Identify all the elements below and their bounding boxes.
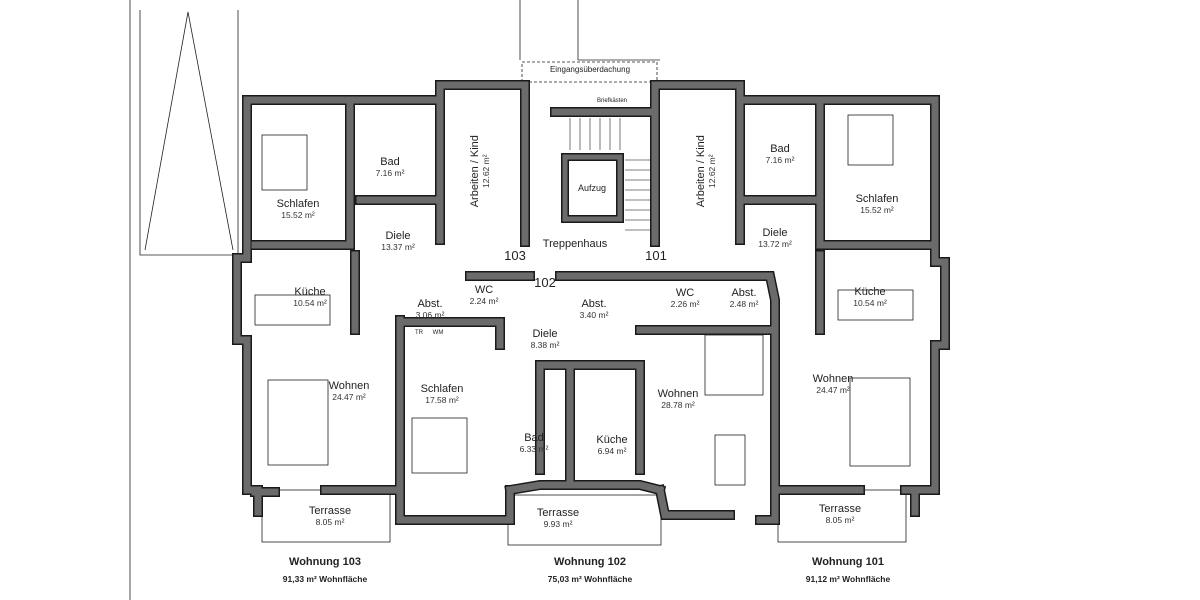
door-number-101: 101 — [645, 248, 667, 263]
entrance-canopy-label: Eingangsüberdachung — [549, 65, 631, 74]
wall — [396, 318, 504, 349]
wall — [505, 481, 665, 495]
wall — [816, 96, 934, 249]
room-label: Abst.3.06 m² — [415, 298, 445, 320]
dryer-label: TR — [415, 330, 423, 336]
mailboxes-label: Briefkästen — [596, 98, 628, 104]
wall — [251, 96, 354, 249]
washer-label: WM — [432, 330, 444, 336]
wall — [536, 361, 644, 474]
door-number-103: 103 — [504, 248, 526, 263]
wall — [654, 484, 735, 520]
wall — [243, 81, 529, 246]
wall — [250, 95, 355, 250]
wall — [320, 485, 515, 525]
wall — [815, 95, 935, 250]
door-number-102: 102 — [534, 275, 556, 290]
elevator-label: Aufzug — [577, 183, 607, 193]
room-label: Abst.3.40 m² — [579, 298, 609, 320]
stairwell-label: Treppenhaus — [542, 238, 608, 250]
wall — [556, 272, 779, 524]
room-label: Abst.2.48 m² — [729, 287, 759, 309]
wall — [655, 485, 734, 519]
